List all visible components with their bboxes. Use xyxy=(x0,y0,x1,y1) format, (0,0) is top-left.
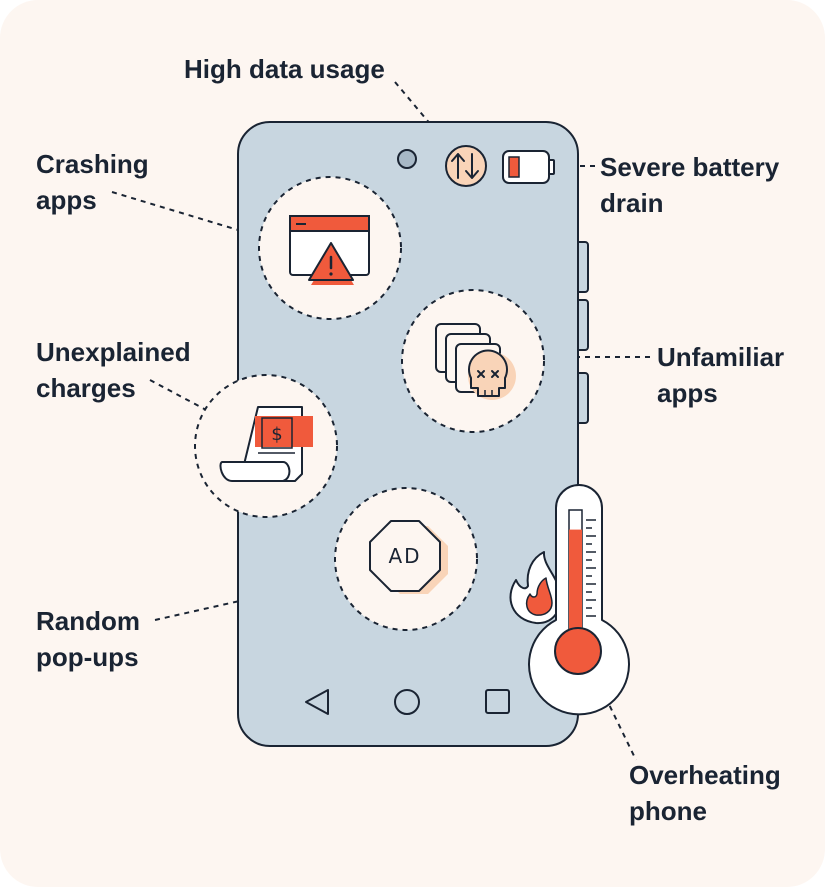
data-arrows-icon xyxy=(445,145,487,187)
recents-square-icon[interactable] xyxy=(485,689,510,714)
receipt-icon xyxy=(194,374,338,518)
label-unfamiliar-apps-line1: Unfamiliar xyxy=(657,342,785,372)
label-overheating-phone: Overheating phone xyxy=(629,757,781,829)
unfamiliar-apps-icon xyxy=(401,289,545,433)
label-unexplained-charges-line1: Unexplained xyxy=(36,337,191,367)
label-random-popups-line1: Random xyxy=(36,606,140,636)
battery-icon xyxy=(502,150,555,184)
thermometer-fill xyxy=(569,529,582,650)
label-unfamiliar-apps: Unfamiliar apps xyxy=(657,339,784,411)
thermometer-icon xyxy=(528,484,630,716)
label-overheating-phone-line1: Overheating xyxy=(629,760,781,790)
label-unexplained-charges: Unexplained charges xyxy=(36,334,191,406)
label-random-popups: Random pop-ups xyxy=(36,603,140,675)
label-unfamiliar-apps-line2: apps xyxy=(657,378,718,408)
crashing-app-icon xyxy=(258,176,402,320)
thermometer-ticks xyxy=(586,519,596,617)
label-crashing-apps-line2: apps xyxy=(36,185,97,215)
label-random-popups-line2: pop-ups xyxy=(36,642,139,672)
label-high-data-usage-line1: High data usage xyxy=(184,54,385,84)
back-triangle-icon[interactable] xyxy=(305,689,329,715)
label-battery-drain-line2: drain xyxy=(600,188,664,218)
connector-unexplained xyxy=(149,379,211,413)
ad-popup-icon xyxy=(334,487,478,631)
nav-bar xyxy=(305,689,510,715)
label-high-data-usage: High data usage xyxy=(184,51,385,87)
home-circle-icon[interactable] xyxy=(394,689,420,715)
camera-icon xyxy=(397,149,417,169)
label-battery-drain-line1: Severe battery xyxy=(600,152,780,182)
label-overheating-phone-line2: phone xyxy=(629,796,707,826)
ad-badge-text: AD xyxy=(388,544,421,568)
label-battery-drain: Severe battery drain xyxy=(600,149,779,221)
label-unexplained-charges-line2: charges xyxy=(36,373,136,403)
label-crashing-apps: Crashing apps xyxy=(36,146,149,218)
label-crashing-apps-line1: Crashing xyxy=(36,149,149,179)
dollar-sign-text: $ xyxy=(271,424,282,445)
